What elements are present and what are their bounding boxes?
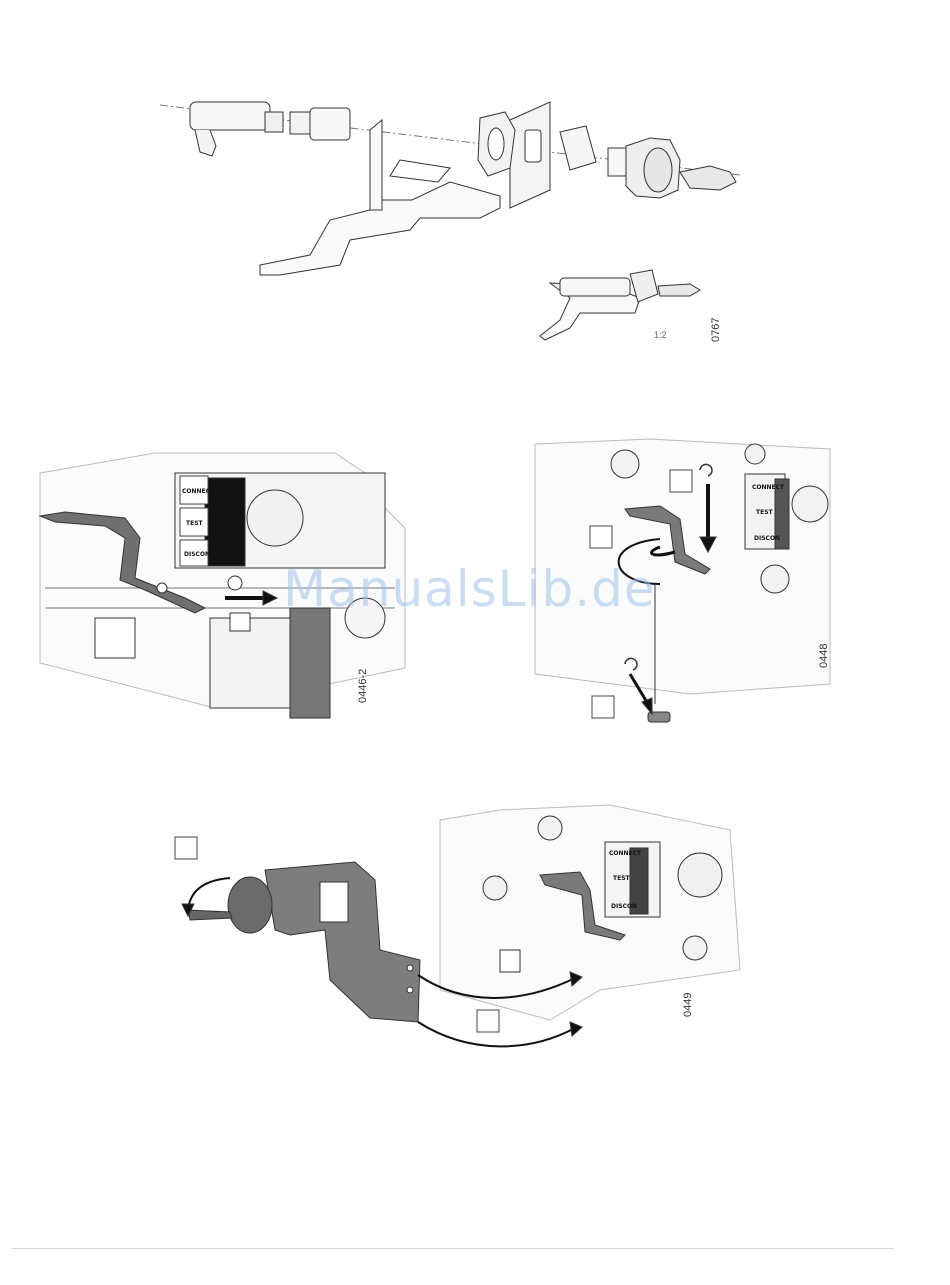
- watermark: ManualsLib.de: [283, 560, 656, 618]
- figure-number-0446-2: 0446-2: [357, 669, 369, 703]
- label-discon-bottom: DISCON: [611, 903, 637, 910]
- footer-divider: [12, 1248, 894, 1249]
- key-lock-exploded-drawing: [150, 90, 770, 360]
- label-test-bottom: TEST: [613, 875, 631, 882]
- figure-number-0448: 0448: [818, 644, 830, 668]
- figure-number-0767: 0767: [710, 318, 722, 342]
- label-discon-right: DISCON: [754, 535, 780, 542]
- figure-key-lock-exploded: 1:2 0767: [150, 90, 770, 360]
- label-discon: DISCON: [184, 551, 210, 558]
- key-lock-mounting-drawing: CONNECT TEST DISCON: [170, 800, 770, 1060]
- scale-label: 1:2: [654, 330, 667, 340]
- label-connect: CONNECT: [182, 488, 215, 495]
- label-test: TEST: [186, 520, 204, 527]
- label-connect-bottom: CONNECT: [609, 850, 642, 857]
- label-connect-right: CONNECT: [752, 484, 785, 491]
- label-test-right: TEST: [756, 509, 774, 516]
- figure-number-0449: 0449: [682, 993, 694, 1017]
- figure-key-lock-mounting: CONNECT TEST DISCON 0449: [170, 800, 770, 1060]
